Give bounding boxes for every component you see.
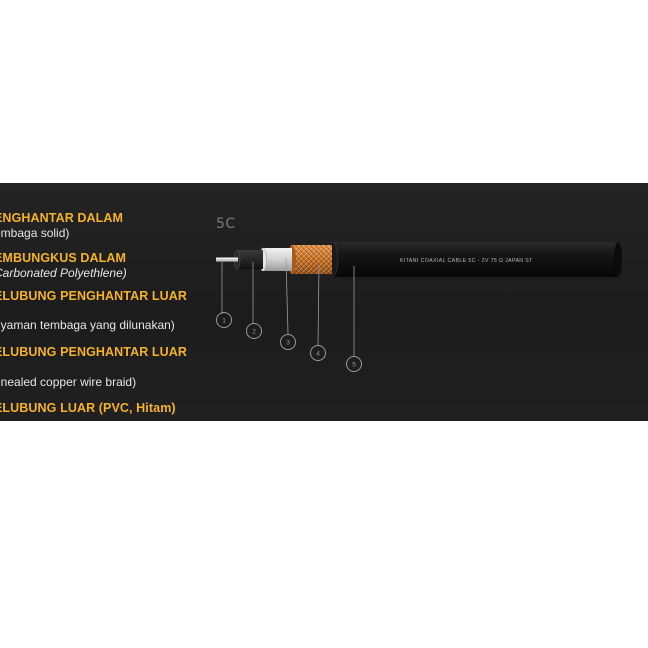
callout-1: 1 bbox=[216, 312, 232, 328]
callout-1-number: 1 bbox=[222, 318, 226, 325]
layer-2-heading: EMBUNGKUS DALAM bbox=[0, 251, 127, 265]
callout-5: 5 bbox=[346, 356, 362, 372]
layer-2-description: Carbonated Polyethlene) bbox=[0, 266, 127, 280]
cable-model-label: 5C bbox=[216, 216, 236, 232]
layer-4-heading: ELUBUNG PENGHANTAR LUAR bbox=[0, 345, 188, 359]
layer-1-heading: ENGHANTAR DALAM bbox=[0, 211, 124, 225]
layer-3-description: nyaman tembaga yang dilunakan) bbox=[0, 318, 175, 332]
callout-2: 2 bbox=[246, 323, 262, 339]
callout-lines bbox=[221, 257, 355, 356]
layer-5-heading: ELUBUNG LUAR (PVC, Hitam) bbox=[0, 401, 176, 415]
layer-1-description: embaga solid) bbox=[0, 226, 70, 240]
cable-print-text: KITANI COAXIAL CABLE 5C - 2V 75 Ω JAPAN … bbox=[400, 258, 533, 264]
callout-4: 4 bbox=[310, 345, 326, 361]
inner-sheath bbox=[233, 249, 263, 270]
callout-2-number: 2 bbox=[252, 329, 256, 336]
dielectric-insulation bbox=[259, 247, 292, 272]
cable-diagram-panel: ENGHANTAR DALAM embaga solid) EMBUNGKUS … bbox=[0, 183, 648, 421]
layer-4-description: nnealed copper wire braid) bbox=[0, 375, 137, 389]
layer-3-heading: ELUBUNG PENGHANTAR LUAR bbox=[0, 289, 188, 303]
layer-labels: ENGHANTAR DALAM embaga solid) EMBUNGKUS … bbox=[0, 183, 240, 421]
callout-5-number: 5 bbox=[352, 362, 356, 369]
callout-3: 3 bbox=[280, 334, 296, 350]
callout-4-number: 4 bbox=[316, 351, 320, 358]
callout-3-number: 3 bbox=[286, 340, 290, 347]
center-conductor bbox=[216, 257, 238, 262]
copper-braid bbox=[288, 245, 332, 274]
